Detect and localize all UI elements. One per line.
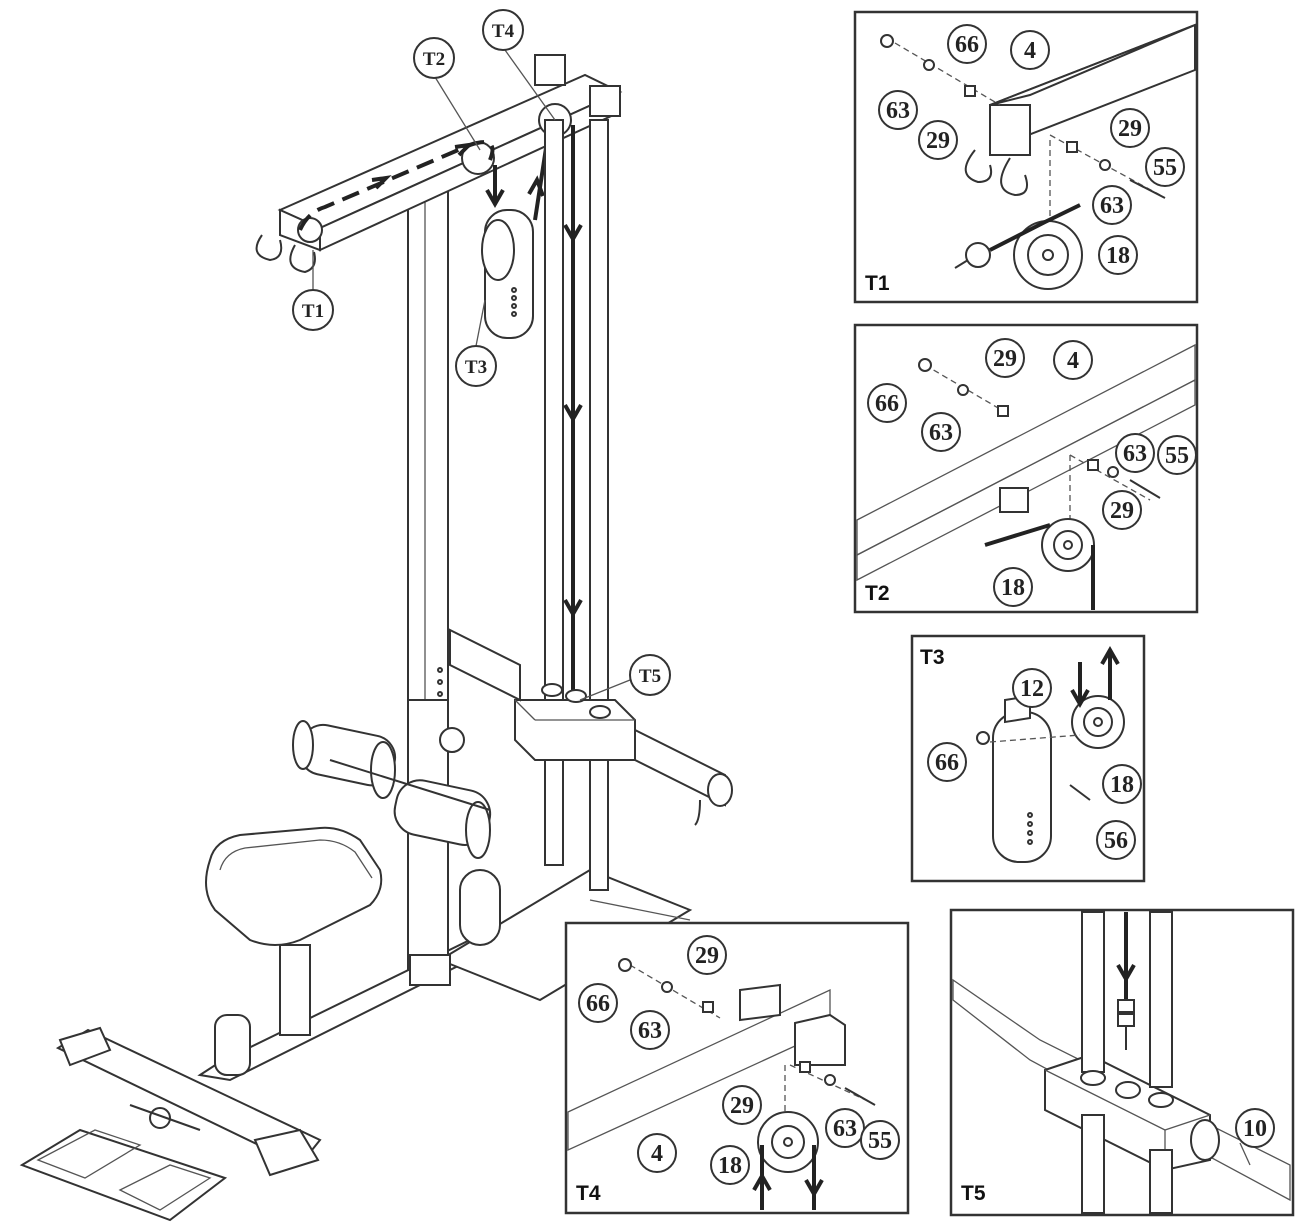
part-label: 56: [1096, 820, 1136, 860]
part-label: 18: [710, 1145, 750, 1185]
svg-text:63: 63: [929, 420, 953, 446]
machine-illustration: T1 T2 T3 T4 T5: [19, 9, 733, 1222]
guide-rods: [544, 119, 609, 891]
svg-text:4: 4: [1067, 348, 1079, 374]
svg-text:T2: T2: [423, 49, 445, 70]
svg-text:T1: T1: [302, 301, 324, 322]
svg-text:56: 56: [1104, 828, 1128, 854]
part-label: 18: [1102, 764, 1142, 804]
svg-text:66: 66: [875, 391, 899, 417]
part-label: 4: [1010, 30, 1050, 70]
detail-panel-t4: T4 66 29 63 29 63 55 4 18: [564, 921, 910, 1215]
detail-panel-t1: T1 66 4 63 29 29 55 63 18: [853, 10, 1199, 304]
svg-text:T4: T4: [576, 1182, 601, 1205]
part-label: 29: [918, 120, 958, 160]
leg-rollers: [292, 720, 501, 946]
part-label: 66: [927, 742, 967, 782]
pulley-housing: [481, 209, 534, 339]
svg-text:63: 63: [833, 1116, 857, 1142]
part-label: 18: [993, 567, 1033, 607]
svg-text:29: 29: [1118, 116, 1142, 142]
svg-text:T5: T5: [639, 666, 661, 687]
callout-t3: T3: [455, 299, 497, 387]
svg-text:T3: T3: [465, 357, 487, 378]
callout-t4: T4: [482, 9, 556, 121]
part-label: 18: [1098, 235, 1138, 275]
part-label: 29: [985, 338, 1025, 378]
detail-panel-t3: T3 12 66 18 56: [910, 634, 1146, 883]
svg-text:29: 29: [695, 943, 719, 969]
svg-text:T1: T1: [865, 272, 890, 295]
svg-text:63: 63: [638, 1018, 662, 1044]
part-label: 29: [687, 935, 727, 975]
part-label: 63: [878, 90, 918, 130]
part-label: 29: [1110, 108, 1150, 148]
svg-text:63: 63: [1100, 193, 1124, 219]
svg-text:66: 66: [935, 750, 959, 776]
arrow-right-icon: [454, 142, 475, 157]
svg-text:4: 4: [651, 1141, 663, 1167]
part-label: 63: [825, 1108, 865, 1148]
svg-text:55: 55: [1165, 443, 1189, 469]
part-label: 55: [860, 1120, 900, 1160]
seat: [205, 826, 383, 1076]
svg-text:29: 29: [1110, 498, 1134, 524]
part-label: 29: [1102, 490, 1142, 530]
svg-text:63: 63: [1123, 441, 1147, 467]
svg-text:29: 29: [730, 1093, 754, 1119]
svg-text:T5: T5: [961, 1182, 986, 1205]
callout-t1: T1: [292, 250, 334, 331]
detail-panel-t2: T2 29 4 66 63 63 55 29 18: [853, 323, 1199, 614]
svg-text:18: 18: [1106, 243, 1130, 269]
svg-text:66: 66: [586, 991, 610, 1017]
part-label: 63: [1115, 433, 1155, 473]
svg-text:T3: T3: [920, 646, 945, 669]
part-label: 63: [1092, 185, 1132, 225]
callout-t2: T2: [413, 37, 481, 151]
part-label: 12: [1012, 668, 1052, 708]
svg-text:4: 4: [1024, 38, 1036, 64]
arrow-right-icon: [371, 175, 392, 190]
part-label: 10: [1235, 1108, 1275, 1148]
part-label: 4: [637, 1133, 677, 1173]
svg-text:T4: T4: [492, 21, 515, 42]
callout-t5: T5: [579, 654, 671, 701]
svg-text:18: 18: [718, 1153, 742, 1179]
part-label: 66: [578, 983, 618, 1023]
part-label: 55: [1145, 147, 1185, 187]
part-label: 66: [867, 383, 907, 423]
part-label: 66: [947, 24, 987, 64]
part-label: 63: [921, 412, 961, 452]
part-label: 4: [1053, 340, 1093, 380]
part-label: 29: [722, 1085, 762, 1125]
svg-text:55: 55: [868, 1128, 892, 1154]
svg-text:29: 29: [993, 346, 1017, 372]
svg-text:66: 66: [955, 32, 979, 58]
lift-carriage: [449, 628, 733, 891]
svg-text:T2: T2: [865, 582, 890, 605]
svg-text:18: 18: [1001, 575, 1025, 601]
svg-text:29: 29: [926, 128, 950, 154]
arrow-up-icon: [527, 175, 545, 197]
cable-path-dashed: [298, 140, 495, 231]
svg-text:55: 55: [1153, 155, 1177, 181]
svg-text:63: 63: [886, 98, 910, 124]
svg-text:10: 10: [1243, 1116, 1267, 1142]
svg-text:12: 12: [1020, 676, 1044, 702]
main-column: [407, 189, 465, 986]
svg-text:18: 18: [1110, 772, 1134, 798]
arrow-down-icon: [485, 189, 505, 209]
part-label: 63: [630, 1010, 670, 1050]
detail-panel-t5: T5 10: [949, 908, 1295, 1217]
part-label: 55: [1157, 435, 1197, 475]
